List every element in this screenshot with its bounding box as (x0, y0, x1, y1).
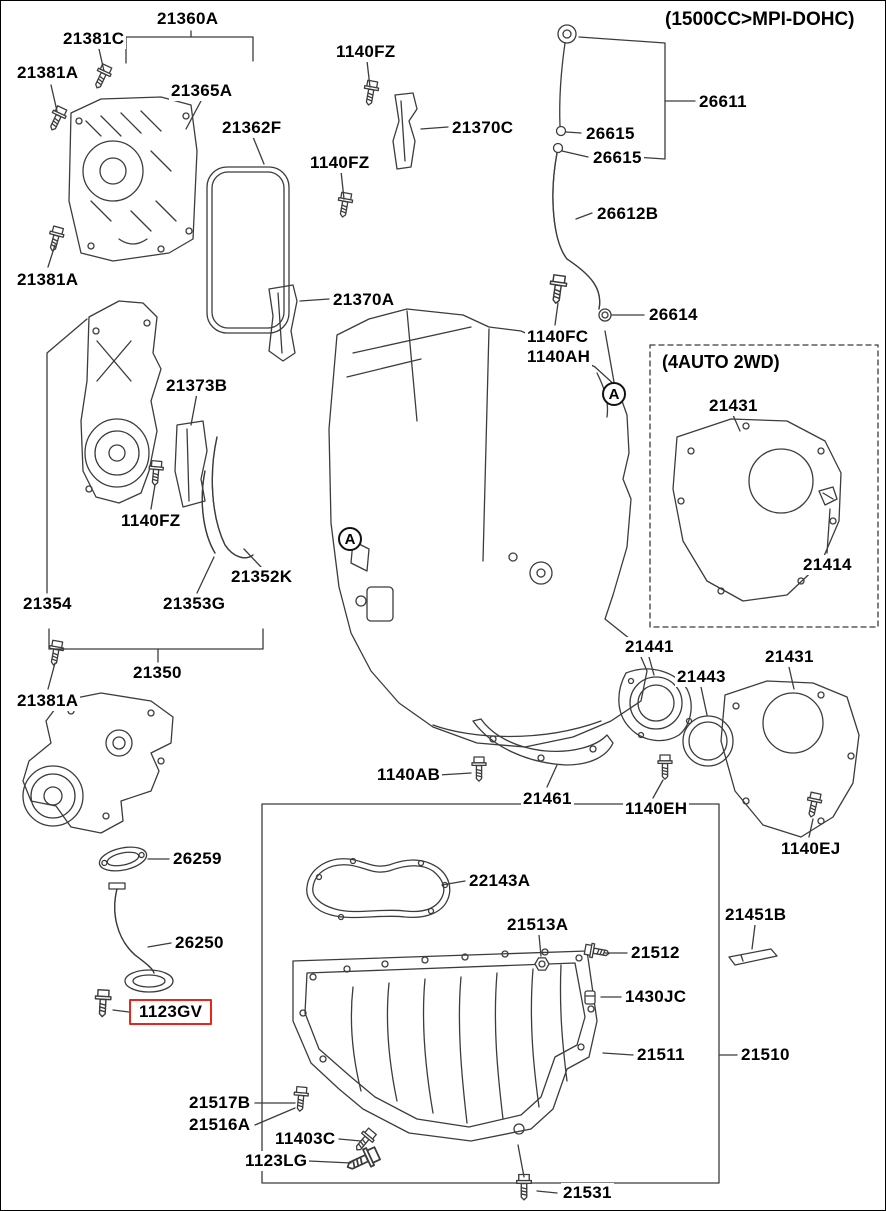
part-label-21350-24[interactable]: 21350 (131, 663, 184, 683)
cover-gasket-21362f-drawing (206, 166, 290, 334)
part-label-1140ej-32[interactable]: 1140EJ (779, 839, 843, 859)
nut-icon (534, 957, 550, 971)
bolt-icon (90, 62, 115, 92)
part-label-26612b-11[interactable]: 26612B (595, 204, 661, 224)
part-label-21510-42[interactable]: 21510 (739, 1045, 792, 1065)
plug-1430jc-drawing (584, 990, 596, 1005)
part-label-1140fz-5[interactable]: 1140FZ (334, 42, 398, 62)
part-label-1140fz-7[interactable]: 1140FZ (308, 153, 372, 173)
part-label-21441-26[interactable]: 21441 (623, 637, 676, 657)
oil-pickup-drawing (108, 882, 174, 993)
view-marker-a-0: A (338, 527, 362, 551)
part-label-1123lg-46[interactable]: 1123LG (243, 1151, 310, 1171)
engine-spec-title: (1500CC>MPI-DOHC) (665, 9, 855, 30)
part-label-26611-8[interactable]: 26611 (697, 92, 749, 112)
oil-pan-drawing (292, 948, 598, 1142)
part-label-21370c-6[interactable]: 21370C (450, 118, 516, 138)
part-label-21360a-1[interactable]: 21360A (155, 9, 221, 29)
part-label-21354-22[interactable]: 21354 (21, 594, 74, 614)
part-label-21373b-19[interactable]: 21373B (164, 376, 230, 396)
bolt-icon (44, 224, 66, 254)
part-label-1140ah-15[interactable]: 1140AH (525, 347, 593, 367)
part-label-21517b-43[interactable]: 21517B (187, 1093, 253, 1113)
part-label-21381c-0[interactable]: 21381C (61, 29, 127, 49)
variant-dashed-box (649, 344, 879, 628)
part-label-21353g-23[interactable]: 21353G (161, 594, 228, 614)
timing-belt-cover-upper-drawing (68, 96, 198, 262)
part-label-21381a-2[interactable]: 21381A (15, 63, 81, 83)
part-label-1140eh-31[interactable]: 1140EH (623, 799, 690, 819)
part-label-21516a-44[interactable]: 21516A (187, 1115, 253, 1135)
timing-belt-cover-lower-drawing (80, 300, 162, 504)
part-label-26259-33[interactable]: 26259 (171, 849, 224, 869)
oil-pan-gasket-drawing (306, 857, 451, 921)
oil-pump-drawing (22, 692, 174, 834)
part-label-21511-41[interactable]: 21511 (635, 1045, 687, 1065)
part-label-26614-16[interactable]: 26614 (647, 305, 700, 325)
gasket-26259-drawing (98, 846, 148, 872)
bolt-icon (334, 191, 355, 219)
part-label-21443-27[interactable]: 21443 (675, 667, 728, 687)
part-label-26250-34[interactable]: 26250 (173, 933, 226, 953)
part-label-1140ab-29[interactable]: 1140AB (375, 765, 443, 785)
bolt-icon (342, 1143, 383, 1177)
part-label-1140fz-20[interactable]: 1140FZ (119, 511, 183, 531)
bolt-icon (515, 1173, 533, 1201)
clip-21414-drawing (818, 486, 838, 506)
bolt-icon (803, 791, 824, 819)
part-label-1123gv-35[interactable]: 1123GV (129, 999, 213, 1025)
part-label-21531-47[interactable]: 21531 (561, 1183, 614, 1203)
part-label-1140fc-14[interactable]: 1140FC (525, 327, 591, 347)
part-label-21431-17[interactable]: 21431 (707, 396, 760, 416)
adapter-21461-drawing (472, 718, 614, 766)
engine-block-drawing (328, 308, 648, 748)
gasket-21352k-drawing (211, 436, 254, 559)
part-label-21362f-4[interactable]: 21362F (220, 118, 284, 138)
seal-ring-21443-drawing (682, 715, 734, 767)
bolt-icon (93, 988, 112, 1018)
part-label-26615-10[interactable]: 26615 (591, 148, 644, 168)
bolt-icon (471, 756, 487, 782)
view-marker-a-1: A (602, 382, 626, 406)
part-label-1430jc-39[interactable]: 1430JC (623, 987, 689, 1007)
part-label-21352k-21[interactable]: 21352K (229, 567, 295, 587)
part-21451b-drawing (728, 948, 778, 966)
part-label-21370a-13[interactable]: 21370A (331, 290, 397, 310)
part-label-21461-30[interactable]: 21461 (521, 789, 574, 809)
plate-21370c-drawing (392, 92, 418, 170)
fastener-icons (44, 62, 824, 1201)
part-label-21381a-12[interactable]: 21381A (15, 270, 81, 290)
part-label-21365a-3[interactable]: 21365A (169, 81, 235, 101)
oil-pan-group-box (261, 803, 720, 1184)
part-label-21381a-25[interactable]: 21381A (15, 691, 81, 711)
rear-plate-21431-drawing (720, 680, 860, 838)
part-label-26615-9[interactable]: 26615 (584, 124, 637, 144)
bolt-icon (360, 79, 381, 107)
variant-note: (4AUTO 2WD) (659, 352, 783, 373)
part-label-21512-38[interactable]: 21512 (629, 943, 682, 963)
plate-21370a-drawing (268, 284, 298, 362)
part-label-11403c-45[interactable]: 11403C (273, 1129, 338, 1149)
part-label-21513a-37[interactable]: 21513A (505, 915, 571, 935)
bolt-icon (657, 754, 673, 780)
part-label-21431-28[interactable]: 21431 (763, 647, 816, 667)
gasket-21353g-drawing (201, 470, 216, 554)
bolt-icon (547, 273, 569, 306)
part-label-21414-18[interactable]: 21414 (801, 555, 854, 575)
dipstick-drawing (552, 24, 612, 322)
part-label-22143a-36[interactable]: 22143A (467, 871, 533, 891)
part-label-21451b-40[interactable]: 21451B (723, 905, 789, 925)
